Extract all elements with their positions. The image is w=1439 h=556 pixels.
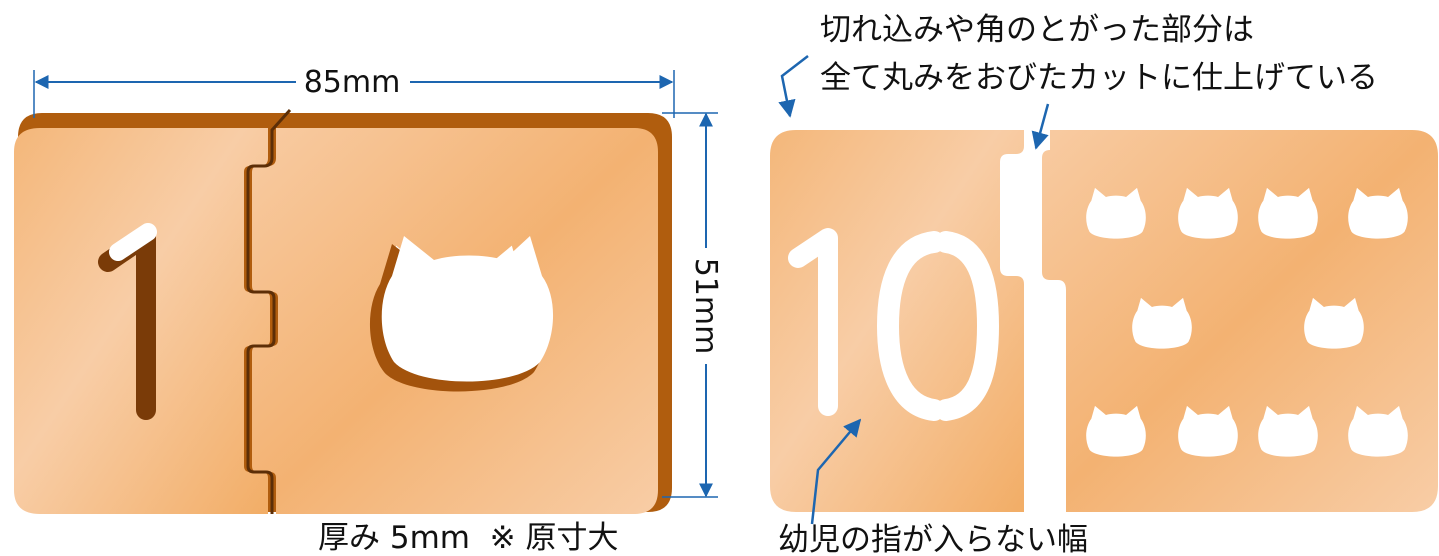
width-label: 85mm (304, 65, 401, 100)
left-card-cut-line (246, 108, 292, 514)
right-card-digit-0-right (935, 231, 1000, 421)
bottom-note: 幼児の指が入らない幅 (778, 522, 1088, 556)
right-card: 切れ込みや角のとがった部分は 全て丸みをおびたカットに仕上げている 幼児の指が入… (770, 12, 1438, 556)
left-card: 85mm 51mm 厚み 5mm ※ 原寸大 (14, 64, 723, 556)
width-label-bg (296, 64, 410, 100)
left-card-caption: 厚み 5mm ※ 原寸大 (318, 520, 619, 556)
corner-pointer-arrow (778, 55, 809, 118)
right-card-digit-0-left (876, 231, 945, 421)
height-label-bg (690, 248, 722, 364)
top-note-line2: 全て丸みをおびたカットに仕上げている (820, 60, 1378, 96)
gap-pointer-arrow (810, 418, 862, 525)
notch-pointer-arrow (1031, 103, 1050, 150)
left-card-cat-cutout (381, 236, 554, 382)
left-card-number-1 (109, 223, 157, 261)
top-note-line1: 切れ込みや角のとがった部分は (820, 12, 1254, 48)
height-label: 51mm (688, 258, 723, 355)
right-card-digit-1 (788, 228, 838, 416)
